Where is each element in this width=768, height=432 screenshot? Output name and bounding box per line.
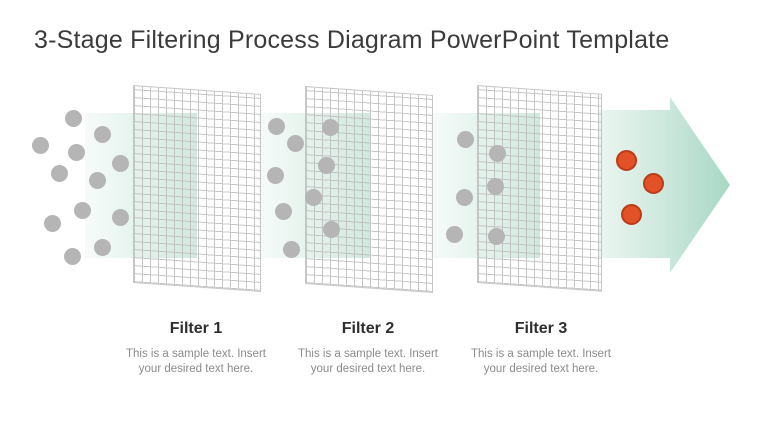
description-line-2: your desired text here. [310,363,426,375]
description-line-1: This is a sample text. Insert [126,348,266,360]
description-line-2: your desired text here. [483,363,599,375]
description-line-2: your desired text here. [138,363,254,375]
particle-dot [50,164,68,182]
particle-dot [321,118,339,136]
stage-label-description: This is a sample text. Insert your desir… [441,347,641,377]
filtered-particle-dot [642,172,664,194]
particle-dot [317,156,335,174]
particle-dot [267,117,285,135]
stage-label-description: This is a sample text. Insert your desir… [268,347,468,377]
stage-label-3: Filter 3 This is a sample text. Insert y… [441,320,641,377]
page-title: 3-Stage Filtering Process Diagram PowerP… [34,26,670,54]
particle-dot [282,240,300,258]
particle-dot [88,171,106,189]
particle-dot [488,144,506,162]
particle-dot [73,201,91,219]
particle-dot [93,125,111,143]
stage-label-title: Filter 1 [169,320,223,337]
particle-dot [93,238,111,256]
particle-dot [31,136,49,154]
particle-dot [111,208,129,226]
particle-dot [487,227,505,245]
particle-dot [266,166,284,184]
particle-dot [455,188,473,206]
stage-label-2: Filter 2 This is a sample text. Insert y… [268,320,468,377]
particle-dot [63,247,81,265]
particle-dot [445,225,463,243]
particle-dot [274,202,292,220]
description-line-1: This is a sample text. Insert [471,348,611,360]
filtered-particle-dot [615,149,637,171]
filtered-particle-dot [620,203,642,225]
particle-dot [486,177,504,195]
stage-label-title: Filter 2 [341,320,395,337]
particle-dot [304,188,322,206]
particle-dot [111,154,129,172]
particle-dot [322,220,340,238]
particle-dot [43,214,61,232]
particle-dot [456,130,474,148]
stage-label-title: Filter 3 [514,320,568,337]
particle-dot [286,134,304,152]
description-line-1: This is a sample text. Insert [298,348,438,360]
particle-dot [67,143,85,161]
particle-dot [64,109,82,127]
stage-label-description: This is a sample text. Insert your desir… [96,347,296,377]
stage-label-1: Filter 1 This is a sample text. Insert y… [96,320,296,377]
